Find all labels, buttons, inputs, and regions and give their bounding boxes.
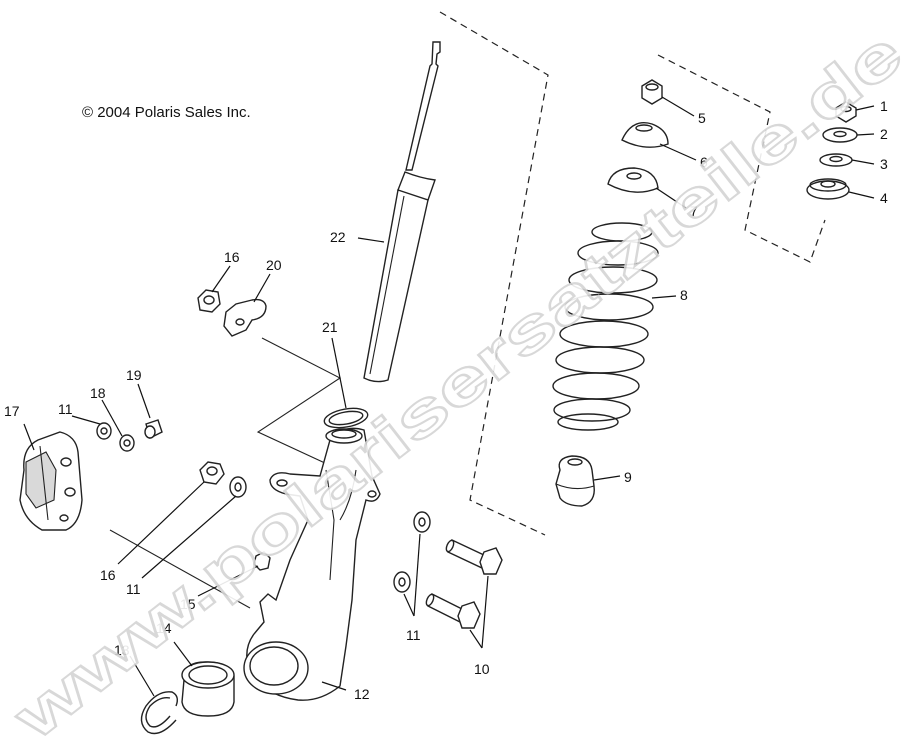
callout-6: 6 bbox=[700, 154, 708, 170]
callout-11-right: 11 bbox=[406, 627, 421, 643]
snap-ring bbox=[140, 691, 179, 735]
nut-1 bbox=[835, 101, 857, 123]
callout-10: 10 bbox=[474, 661, 490, 677]
leader-lines bbox=[23, 96, 875, 697]
callout-16-lower: 16 bbox=[100, 567, 116, 583]
strut-cartridge bbox=[363, 41, 441, 383]
washer-11-caliper bbox=[96, 422, 112, 440]
callout-17: 17 bbox=[4, 403, 20, 419]
callout-labels: 1 2 3 4 5 6 7 8 9 10 11 11 11 12 13 14 1… bbox=[4, 98, 888, 702]
guide-line-clamp bbox=[256, 337, 342, 471]
washer-2 bbox=[822, 127, 858, 143]
callout-7: 7 bbox=[690, 203, 698, 219]
callout-5: 5 bbox=[698, 110, 706, 126]
callout-9: 9 bbox=[624, 469, 632, 485]
coil-spring bbox=[552, 222, 659, 431]
spring-seat-7 bbox=[607, 167, 659, 193]
washer-11-left bbox=[229, 476, 247, 498]
o-ring bbox=[323, 407, 369, 429]
guide-line-strut bbox=[439, 11, 549, 536]
callout-4: 4 bbox=[880, 190, 888, 206]
washer-3 bbox=[819, 153, 853, 167]
guide-line-top-hardware bbox=[657, 54, 826, 263]
callout-3: 3 bbox=[880, 156, 888, 172]
callout-11-caliper: 11 bbox=[58, 401, 73, 417]
copyright-text: © 2004 Polaris Sales Inc. bbox=[82, 104, 251, 121]
upper-nut-5 bbox=[641, 79, 663, 105]
clamp-20 bbox=[223, 298, 267, 337]
nut-16-upper bbox=[197, 289, 221, 313]
callout-2: 2 bbox=[880, 126, 888, 142]
callout-19: 19 bbox=[126, 367, 142, 383]
callout-12: 12 bbox=[354, 686, 370, 702]
nut-16-lower bbox=[199, 461, 225, 485]
steering-knuckle bbox=[243, 427, 381, 701]
washer-18 bbox=[119, 434, 135, 452]
callout-16-upper: 16 bbox=[224, 249, 240, 265]
washer-11-upper bbox=[413, 511, 431, 533]
bushing-4 bbox=[806, 178, 850, 200]
bolt-19 bbox=[144, 419, 163, 440]
bolt-10-lower bbox=[425, 593, 481, 629]
guide-line-caliper bbox=[109, 529, 251, 609]
callout-18: 18 bbox=[90, 385, 106, 401]
spring-seat-cap-6 bbox=[621, 122, 669, 148]
bump-stop bbox=[555, 455, 595, 507]
callout-15: 15 bbox=[180, 596, 196, 612]
callout-1: 1 bbox=[880, 98, 888, 114]
callout-20: 20 bbox=[266, 257, 282, 273]
callout-13: 13 bbox=[114, 642, 130, 658]
callout-11-left: 11 bbox=[126, 581, 141, 597]
callout-14: 14 bbox=[156, 620, 172, 636]
brake-caliper bbox=[19, 431, 83, 531]
bolt-10-upper bbox=[445, 539, 503, 575]
wheel-bearing bbox=[181, 661, 235, 717]
callout-22: 22 bbox=[330, 229, 346, 245]
callout-21: 21 bbox=[322, 319, 338, 335]
washer-11-lower bbox=[393, 571, 411, 593]
nut-15 bbox=[253, 551, 271, 571]
callout-8: 8 bbox=[680, 287, 688, 303]
